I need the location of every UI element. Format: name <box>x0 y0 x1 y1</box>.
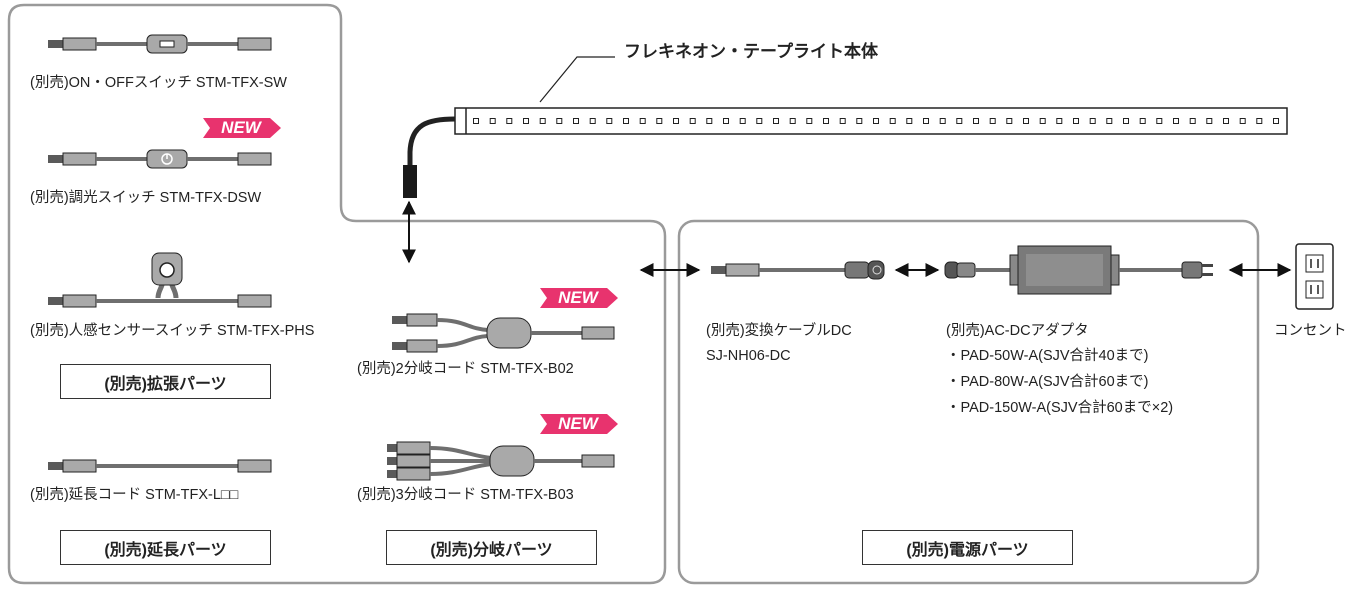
led-dot <box>1139 118 1146 124</box>
left-panel-outline <box>7 3 667 585</box>
converter-label-line2: SJ-NH06-DC <box>706 348 791 364</box>
led-dot <box>473 118 479 124</box>
dimmer-cable-icon <box>48 149 272 169</box>
led-dot <box>873 118 879 124</box>
new-badge: NEW <box>540 288 618 308</box>
adapter-model: ・PAD-50W-A(SJV合計40まで) <box>946 348 1149 364</box>
led-dot <box>1056 118 1063 124</box>
led-dot <box>756 118 763 124</box>
led-dot <box>656 118 663 124</box>
led-dot <box>723 118 729 124</box>
led-dot <box>1123 118 1129 124</box>
split2-cord-icon <box>392 313 615 353</box>
outlet-icon <box>1295 243 1334 310</box>
dimmer-label: (別売)調光スイッチ STM-TFX-DSW <box>30 190 262 206</box>
extension-cord-icon <box>48 459 272 473</box>
new-badge: NEW <box>203 118 281 138</box>
led-dot <box>839 118 846 124</box>
new-badge: NEW <box>540 414 618 434</box>
led-dot <box>1239 118 1246 124</box>
led-dot <box>1006 118 1013 124</box>
adapter-title: (別売)AC-DCアダプタ <box>946 323 1089 339</box>
sensor-cable-icon <box>48 252 272 308</box>
extension-parts-box: (別売)延長パーツ <box>60 530 271 565</box>
led-dot <box>789 118 796 124</box>
tape-light-icon <box>403 56 1288 198</box>
led-dot <box>739 118 746 124</box>
led-dot <box>1106 118 1113 124</box>
led-dot <box>1039 118 1046 124</box>
led-dot <box>956 118 963 124</box>
power-panel-outline <box>677 219 1260 585</box>
switch-cable-icon <box>48 34 272 54</box>
expansion-parts-box: (別売)拡張パーツ <box>60 364 271 399</box>
led-dot <box>806 118 813 124</box>
led-dot <box>939 118 946 124</box>
led-dot <box>623 118 629 124</box>
led-dot <box>1206 118 1213 124</box>
led-dot <box>689 118 696 124</box>
power-parts-box: (別売)電源パーツ <box>862 530 1073 565</box>
adapter-icon <box>944 245 1213 295</box>
led-dot <box>973 118 979 124</box>
extension-cord-label: (別売)延長コード STM-TFX-L□□ <box>30 487 239 503</box>
led-dot <box>1223 118 1229 124</box>
led-dot <box>1073 118 1079 124</box>
led-dot <box>589 118 596 124</box>
led-dot <box>1256 118 1263 124</box>
led-dot <box>556 118 563 124</box>
led-dot <box>1089 118 1096 124</box>
split3-cord-icon <box>387 441 615 481</box>
led-dot <box>889 118 896 124</box>
led-dot <box>923 118 929 124</box>
led-dot <box>823 118 829 124</box>
led-dot <box>1156 118 1163 124</box>
led-dot <box>856 118 863 124</box>
led-dot <box>606 118 613 124</box>
led-dot <box>1189 118 1196 124</box>
led-dot <box>906 118 913 124</box>
adapter-model: ・PAD-150W-A(SJV合計60まで×2) <box>946 400 1174 416</box>
led-dot <box>673 118 679 124</box>
led-dot <box>989 118 996 124</box>
svg-text:NEW: NEW <box>558 288 600 307</box>
svg-text:NEW: NEW <box>221 118 263 137</box>
main-title: フレキネオン・テープライト本体 <box>624 42 878 61</box>
led-dot <box>539 118 546 124</box>
led-dot <box>1173 118 1179 124</box>
led-dot <box>706 118 713 124</box>
adapter-model: ・PAD-80W-A(SJV合計60まで) <box>946 374 1149 390</box>
led-dot <box>773 118 779 124</box>
split2-label: (別売)2分岐コード STM-TFX-B02 <box>357 361 574 377</box>
converter-cable-icon <box>711 260 885 280</box>
branch-parts-box: (別売)分岐パーツ <box>386 530 597 565</box>
sensor-label: (別売)人感センサースイッチ STM-TFX-PHS <box>30 323 315 339</box>
led-dot <box>573 118 579 124</box>
led-dot <box>506 118 513 124</box>
led-dot <box>639 118 646 124</box>
led-dot <box>1273 118 1279 124</box>
led-dot <box>489 118 496 124</box>
led-dot <box>523 118 529 124</box>
split3-label: (別売)3分岐コード STM-TFX-B03 <box>357 487 574 503</box>
converter-label-line1: (別売)変換ケーブルDC <box>706 323 852 339</box>
switch-label: (別売)ON・OFFスイッチ STM-TFX-SW <box>30 75 287 91</box>
svg-text:NEW: NEW <box>558 414 600 433</box>
led-dot <box>1023 118 1029 124</box>
outlet-label: コンセント <box>1274 323 1347 339</box>
